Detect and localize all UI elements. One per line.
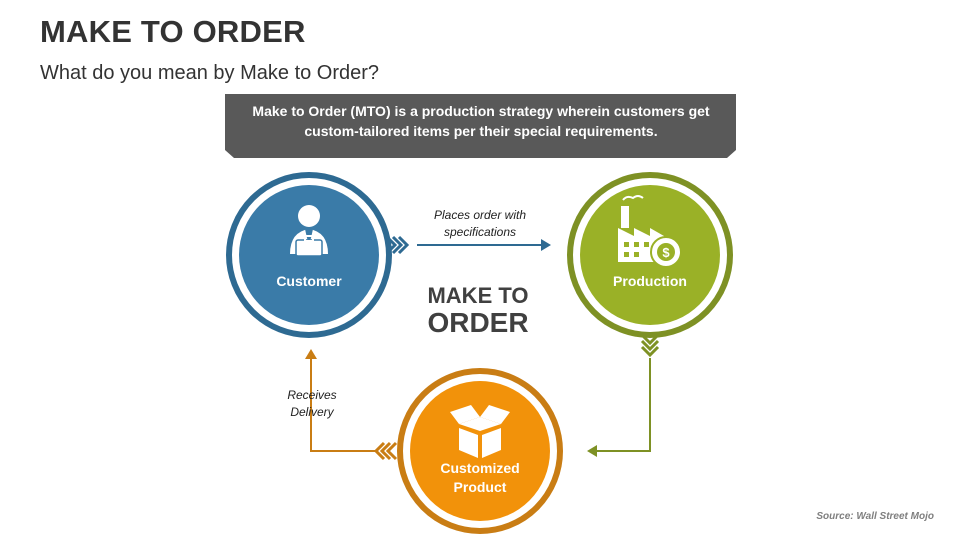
product-label-line-1: Customized [440,460,520,476]
businessman-icon [290,205,328,257]
edge-label-delivery: Receives Delivery [267,387,357,421]
production-node: $ [567,172,733,338]
open-box-icon [450,405,510,458]
source-credit: Source: Wall Street Mojo [816,511,934,522]
center-title: MAKE TO ORDER [396,283,560,339]
edge-delivery-line-1: Receives [287,388,337,402]
definition-line-1: Make to Order (MTO) is a production stra… [252,103,710,119]
customer-node [226,172,392,338]
connector-production-product [596,358,651,452]
definition-banner [225,94,736,158]
svg-text:$: $ [662,245,670,260]
product-label-line-2: Product [453,479,507,495]
page-subtitle: What do you mean by Make to Order? [40,62,380,84]
center-title-line-2: ORDER [427,307,529,339]
customized-product-label: Customized Product [420,459,540,497]
definition-text: Make to Order (MTO) is a production stra… [236,101,726,141]
center-title-line-1: MAKE TO [427,283,529,308]
page-title: MAKE TO ORDER [40,14,306,49]
edge-order-line-1: Places order with [433,208,527,222]
edge-label-order: Places order with specifications [412,207,548,241]
customized-product-node [397,368,563,534]
arrow-out-product [373,441,398,461]
factory-gear-icon: $ [618,195,682,268]
edge-order-line-2: specifications [443,225,517,239]
customer-label: Customer [276,273,342,289]
arrow-into-product [587,445,597,457]
arrow-into-customer [305,349,317,359]
arrow-into-production [541,239,551,251]
definition-line-2: custom-tailored items per their special … [304,123,658,139]
connector-product-customer [310,358,376,452]
production-label: Production [613,273,687,289]
edge-delivery-line-2: Delivery [290,405,334,419]
